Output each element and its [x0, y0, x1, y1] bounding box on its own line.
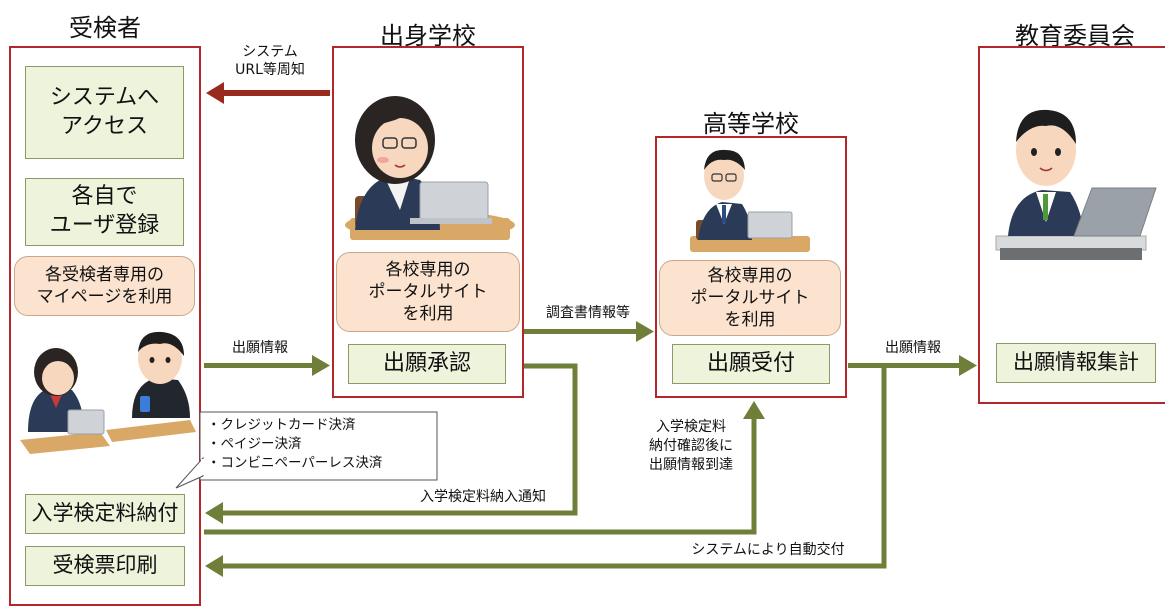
auto-issue-arrow	[205, 366, 887, 577]
application-approval-step: 出願承認	[348, 344, 506, 384]
fee-confirmed-label: 入学検定料 納付確認後に 出願情報到達	[649, 419, 733, 473]
fee-confirmed-arrow	[204, 401, 765, 535]
fee-notice-label: 入学検定料納入通知	[420, 489, 546, 505]
survey-info-arrow	[524, 321, 654, 342]
application-receipt-step: 出願受付	[672, 344, 830, 384]
application-info-label-2: 出願情報	[885, 340, 941, 356]
high-school-teacher-illustration	[690, 149, 810, 252]
board-staff-illustration	[995, 109, 1157, 260]
high-school-portal: 各校専用の ポータルサイト を利用	[659, 260, 841, 336]
junior-high-title: 出身学校	[380, 22, 476, 50]
survey-info-label: 調査書情報等	[546, 305, 630, 321]
application-info-arrow-1	[204, 355, 330, 376]
high-school-title: 高等学校	[703, 110, 799, 138]
application-aggregate-step: 出願情報集計	[996, 343, 1156, 383]
application-info-label-1: 出願情報	[232, 340, 288, 356]
application-info-arrow-2	[848, 355, 977, 376]
payment-methods-bubble	[175, 411, 438, 489]
fee-payment-step: 入学検定料納付	[25, 494, 185, 534]
ticket-print-step: 受検票印刷	[25, 546, 185, 586]
junior-high-portal: 各校専用の ポータルサイト を利用	[336, 252, 520, 332]
notify-url-label: システム URL等周知	[235, 44, 305, 78]
mypage-step: 各受検者専用の マイページを利用	[14, 256, 195, 316]
notify-url-arrow	[206, 82, 330, 104]
auto-issue-label: システムにより自動交付	[691, 542, 845, 558]
junior-high-teacher-illustration	[345, 96, 515, 240]
user-registration-step: 各自で ユーザ登録	[25, 178, 184, 246]
payment-methods-list: ・クレジットカード決済 ・ペイジー決済 ・コンビニペーパーレス決済	[207, 417, 383, 471]
board-title: 教育委員会	[1015, 22, 1135, 50]
applicant-title: 受検者	[69, 14, 141, 42]
applicants-illustration	[20, 331, 196, 454]
access-system-step: システムへ アクセス	[25, 66, 184, 159]
fee-notice-arrow	[205, 363, 578, 524]
